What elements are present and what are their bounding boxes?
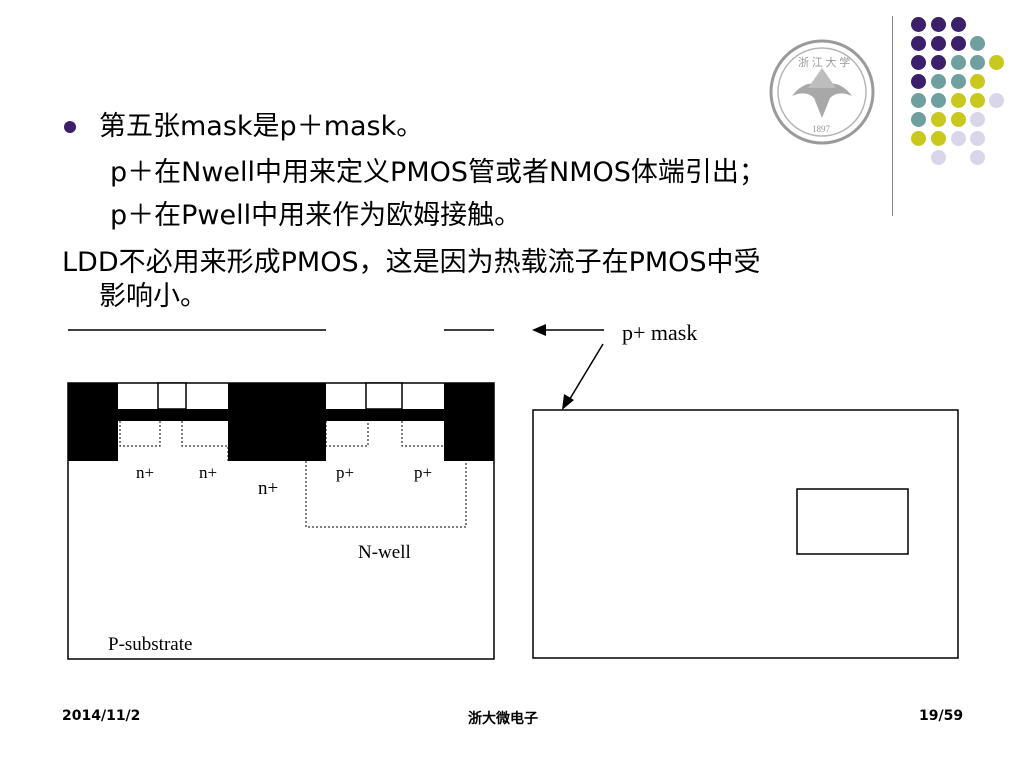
body-line-2: p＋在Nwell中用来定义PMOS管或者NMOS体端引出； — [110, 157, 766, 188]
dot — [989, 93, 1004, 108]
dot — [951, 17, 966, 32]
n-well-label: N-well — [358, 542, 411, 563]
body-line-5: 影响小。 — [99, 281, 207, 312]
dot — [951, 55, 966, 70]
dot — [970, 55, 985, 70]
dot — [951, 93, 966, 108]
svg-text:1897: 1897 — [812, 124, 831, 134]
p-plus-label: p+ — [336, 463, 354, 482]
dot — [951, 36, 966, 51]
field-oxide — [68, 383, 118, 461]
poly-gate — [365, 382, 403, 410]
dot — [970, 112, 985, 127]
field-oxide — [444, 383, 494, 461]
n-plus-label: n+ — [258, 478, 278, 499]
footer-page-number: 19/59 — [919, 708, 964, 724]
mask-label: p+ mask — [622, 320, 697, 345]
dot — [931, 17, 946, 32]
dot — [970, 74, 985, 89]
field-oxide — [228, 383, 326, 461]
dot — [989, 55, 1004, 70]
bullet-line: 第五张mask是p＋mask。 — [99, 111, 424, 142]
dot — [911, 93, 926, 108]
footer-date: 2014/11/2 — [62, 708, 141, 724]
dot — [931, 55, 946, 70]
dot — [951, 112, 966, 127]
mask-arrow-head — [532, 324, 546, 336]
svg-text:浙 江 大 学: 浙 江 大 学 — [798, 55, 850, 69]
n-plus-label: n+ — [199, 463, 217, 482]
body-line-3: p＋在Pwell中用来作为欧姆接触。 — [110, 200, 522, 231]
dot — [911, 55, 926, 70]
dot — [970, 93, 985, 108]
dot — [911, 17, 926, 32]
dot — [931, 74, 946, 89]
dot — [931, 150, 946, 165]
dot — [951, 74, 966, 89]
dot — [951, 131, 966, 146]
dot — [970, 150, 985, 165]
dot — [911, 74, 926, 89]
pointer-arrow-head — [562, 394, 574, 410]
p-substrate-label: P-substrate — [108, 634, 192, 655]
dot — [931, 112, 946, 127]
bullet-icon — [64, 121, 76, 133]
dot — [931, 131, 946, 146]
footer-center: 浙大微电子 — [468, 711, 538, 727]
poly-gate — [157, 382, 187, 410]
header-divider — [892, 16, 893, 216]
dot — [911, 112, 926, 127]
dot — [911, 36, 926, 51]
dot — [931, 36, 946, 51]
gate-bar — [326, 409, 444, 421]
pointer-arrow — [567, 343, 604, 403]
n-plus-label: n+ — [136, 463, 154, 482]
p-plus-label: p+ — [414, 463, 432, 482]
dot — [970, 131, 985, 146]
dot — [931, 93, 946, 108]
p-plus-mask-region — [796, 488, 909, 555]
dot — [911, 131, 926, 146]
university-logo-icon: 浙 江 大 学 1897 — [768, 38, 876, 146]
body-line-4: LDD不必用来形成PMOS，这是因为热载流子在PMOS中受 — [62, 247, 761, 278]
dot — [970, 36, 985, 51]
gate-bar — [118, 409, 228, 421]
